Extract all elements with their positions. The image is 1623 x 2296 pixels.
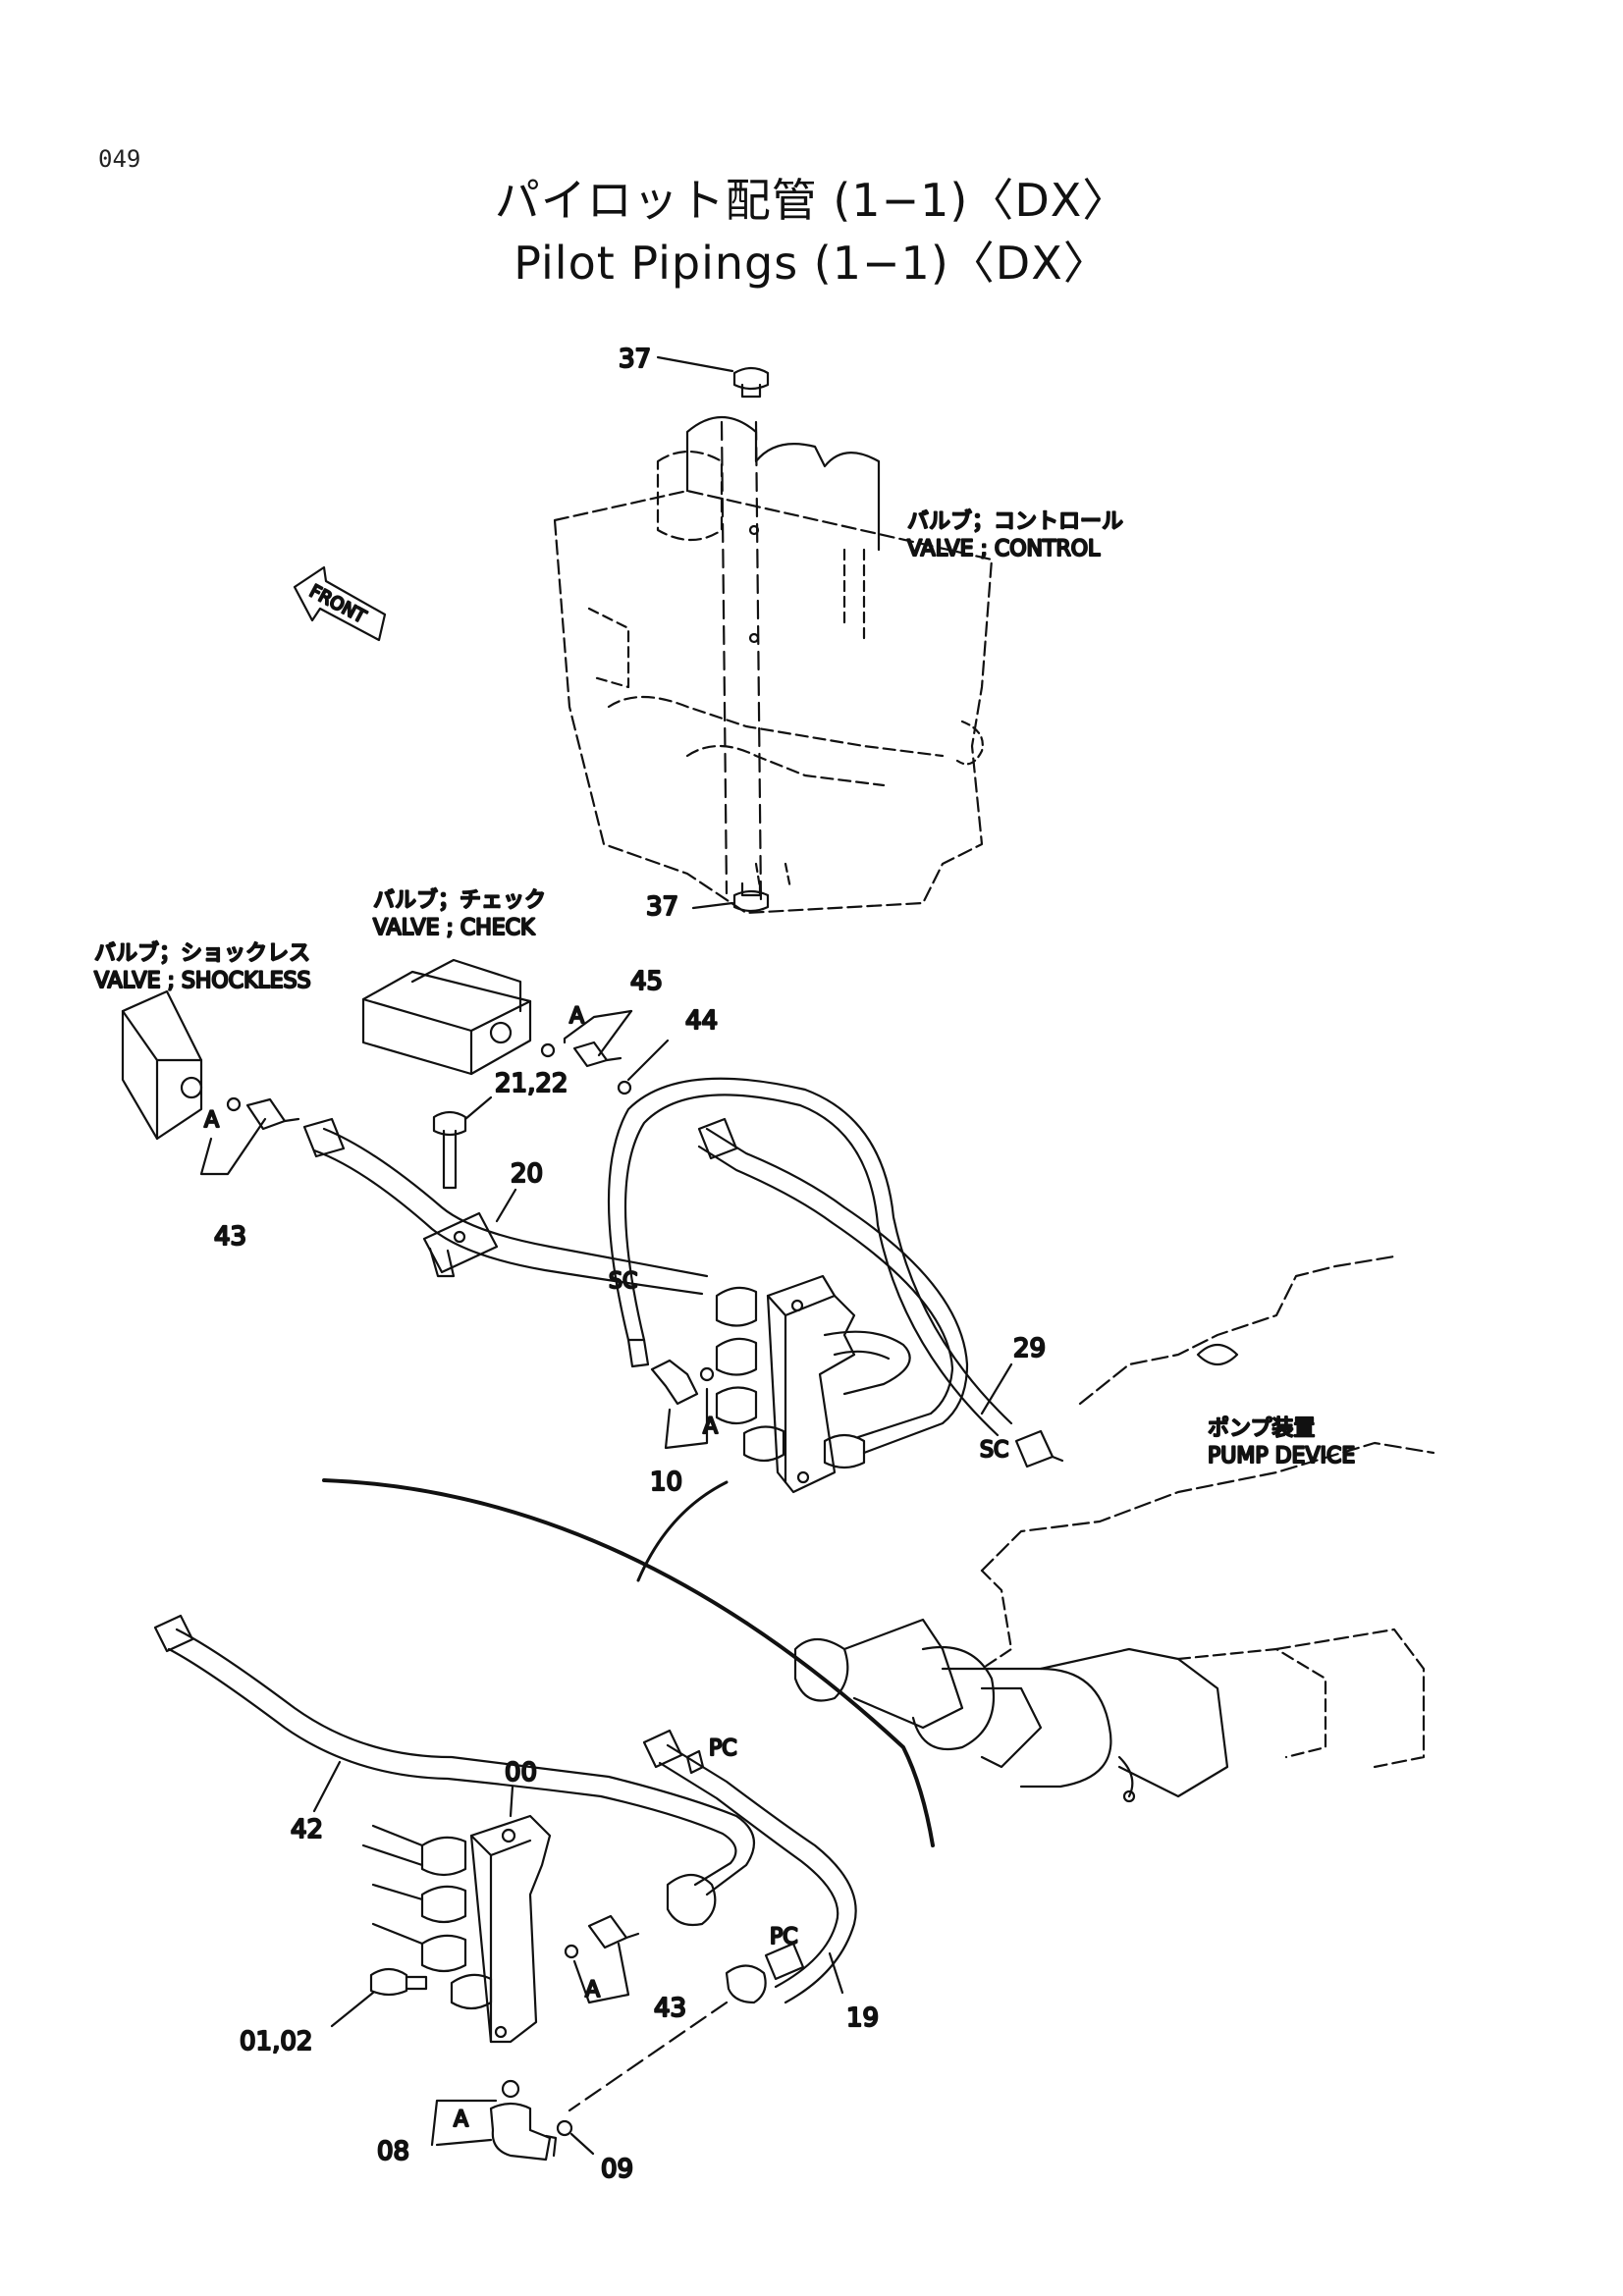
check-valve-label-jp: バルブ；チェック bbox=[373, 888, 546, 913]
marker-a-check: A bbox=[569, 1004, 584, 1029]
leader-09 bbox=[569, 2132, 595, 2156]
pilot-block-lower bbox=[361, 1814, 552, 2044]
leader-43-lower bbox=[572, 1942, 630, 2004]
end-fitting-42-lower bbox=[666, 1873, 717, 1927]
callout-44: 44 bbox=[685, 1006, 718, 1036]
check-valve-body bbox=[361, 958, 532, 1076]
leader-19 bbox=[828, 1951, 844, 1995]
control-valve-body bbox=[553, 415, 994, 915]
fitting-pc-lower bbox=[725, 1942, 805, 2004]
bolt-01-02 bbox=[369, 1967, 428, 1997]
callout-20: 20 bbox=[511, 1159, 543, 1189]
marker-sc-right: SC bbox=[980, 1438, 1008, 1463]
marker-pc-upper: PC bbox=[709, 1736, 737, 1761]
callout-19: 19 bbox=[846, 2003, 879, 2033]
marker-a-block: A bbox=[703, 1415, 718, 1439]
control-valve-label-jp: バルブ；コントロール bbox=[907, 509, 1123, 534]
callout-21-22: 21,22 bbox=[495, 1069, 568, 1098]
callout-10: 10 bbox=[650, 1468, 682, 1497]
leader-45b bbox=[597, 1009, 633, 1057]
fitting-43-upper bbox=[226, 1096, 300, 1131]
leader-29 bbox=[980, 1362, 1013, 1415]
elbow-10 bbox=[650, 1359, 715, 1406]
fitting-43-lower bbox=[564, 1914, 640, 1959]
callout-42: 42 bbox=[291, 1815, 323, 1844]
callout-37-bottom: 37 bbox=[646, 892, 678, 922]
leader-37-bottom bbox=[691, 901, 734, 910]
clamp-20 bbox=[422, 1211, 499, 1278]
leader-10 bbox=[664, 1387, 709, 1450]
title-japanese: パイロット配管 (1−1)〈DX〉 bbox=[494, 174, 1129, 227]
leader-43-upper bbox=[199, 1117, 267, 1176]
front-arrow bbox=[293, 565, 387, 642]
separation-pointer bbox=[636, 1480, 729, 1582]
page-number: 049 bbox=[98, 145, 141, 173]
fitting-sc-right bbox=[1014, 1429, 1064, 1468]
pilot-block-upper bbox=[715, 1274, 866, 1494]
callout-01-02: 01,02 bbox=[240, 2027, 312, 2056]
marker-pc-lower: PC bbox=[770, 1925, 798, 1949]
leader-37-top bbox=[656, 355, 734, 373]
leader-20 bbox=[495, 1188, 517, 1223]
pipe-29 bbox=[697, 1117, 969, 1455]
oring-09 bbox=[556, 2119, 573, 2137]
callout-45: 45 bbox=[630, 967, 663, 996]
marker-a-elbow: A bbox=[454, 2108, 468, 2132]
plug-37-bottom bbox=[732, 881, 770, 913]
pump-device-label-en: PUMP DEVICE bbox=[1208, 1444, 1355, 1468]
callout-08: 08 bbox=[377, 2137, 409, 2166]
pipe-42 bbox=[153, 1614, 756, 1896]
elbow-08 bbox=[489, 2079, 558, 2162]
pump-device-body bbox=[793, 1255, 1435, 1803]
marker-a-shockless: A bbox=[204, 1108, 219, 1133]
marker-sc-left: SC bbox=[609, 1269, 637, 1294]
shockless-valve-label-en: VALVE ; SHOCKLESS bbox=[94, 969, 311, 993]
leader-44 bbox=[626, 1039, 670, 1082]
marker-a-lower: A bbox=[585, 1978, 600, 2002]
separation-arc bbox=[322, 1478, 935, 1847]
plug-37-top bbox=[732, 366, 770, 399]
callout-29: 29 bbox=[1013, 1334, 1046, 1363]
leader-01-02 bbox=[330, 1991, 375, 2028]
shockless-valve-body bbox=[121, 989, 203, 1141]
callout-43-upper: 43 bbox=[214, 1222, 246, 1252]
leader-00 bbox=[509, 1785, 514, 1818]
pipe-43-to-clamp bbox=[302, 1117, 709, 1296]
control-valve-label-en: VALVE ; CONTROL bbox=[907, 537, 1101, 561]
check-valve-label-en: VALVE ; CHECK bbox=[373, 916, 535, 940]
centerline-19 bbox=[568, 2001, 729, 2112]
callout-00: 00 bbox=[505, 1758, 537, 1788]
fitting-45 bbox=[540, 1041, 632, 1095]
callout-37-top: 37 bbox=[619, 345, 651, 374]
pump-device-label-jp: ポンプ装置 bbox=[1208, 1416, 1315, 1441]
bolt-21-22 bbox=[432, 1110, 467, 1190]
pipe-sc-loop bbox=[607, 1077, 1013, 1437]
callout-43-lower: 43 bbox=[654, 1994, 686, 2023]
leader-42 bbox=[312, 1760, 342, 1813]
leader-45 bbox=[563, 1009, 633, 1044]
leader-21-22 bbox=[463, 1095, 493, 1121]
title-english: Pilot Pipings (1−1)〈DX〉 bbox=[514, 237, 1109, 290]
shockless-valve-label-jp: バルブ；ショックレス bbox=[94, 941, 310, 966]
pipe-19 bbox=[642, 1729, 857, 2004]
pipe-control-to-block bbox=[823, 1330, 911, 1396]
leader-08a bbox=[430, 2099, 498, 2147]
leader-08b bbox=[435, 2138, 493, 2147]
callout-09: 09 bbox=[601, 2155, 633, 2184]
